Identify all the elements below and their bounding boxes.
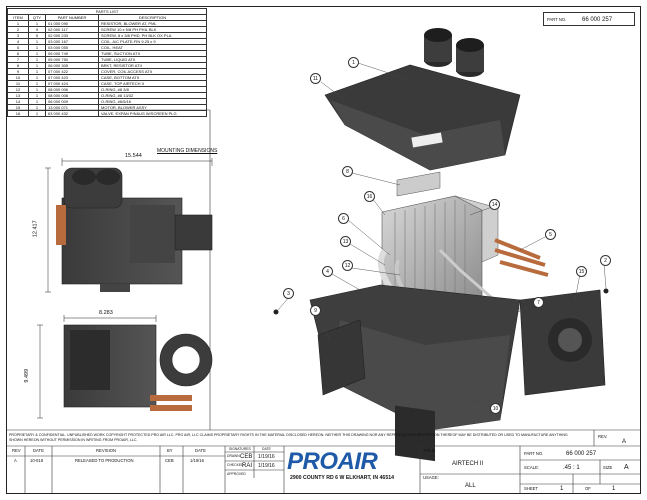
size-value: A bbox=[624, 464, 629, 471]
checked-label: CHECKED bbox=[227, 463, 244, 467]
rev-col-date: DATE bbox=[33, 448, 44, 453]
drawn-label: DRAWN bbox=[227, 454, 240, 458]
sheet-label: SHEET bbox=[524, 486, 538, 491]
balloon-6: 6 bbox=[338, 213, 349, 224]
balloon-8: 8 bbox=[342, 166, 353, 177]
checked-by: RAI bbox=[242, 463, 253, 469]
mounting-width: 15.544 bbox=[125, 153, 142, 159]
balloon-5: 5 bbox=[545, 229, 556, 240]
rev-col-desc: REVISION bbox=[96, 448, 117, 453]
mounting-height-2: 9.499 bbox=[24, 368, 31, 383]
of-value: 1 bbox=[612, 486, 616, 492]
mounting-depth: 8.283 bbox=[99, 310, 113, 316]
proair-logo: PROAIR bbox=[287, 448, 378, 476]
exploded-view bbox=[273, 28, 609, 462]
balloon-1: 1 bbox=[348, 57, 359, 68]
balloon-11: 11 bbox=[310, 73, 321, 84]
parts-list-caption: PARTS LIST bbox=[7, 8, 207, 14]
logo-air: AIR bbox=[337, 448, 378, 475]
part-no-value: 66 000 257 bbox=[582, 17, 613, 23]
rev-col-rev: REV bbox=[12, 448, 21, 453]
side-view bbox=[37, 315, 213, 419]
description-cell: VALVE, EXPAN P/N&US W/SCREEN PLG bbox=[98, 110, 207, 117]
balloon-3: 3 bbox=[283, 288, 294, 299]
logo-pro: PRO bbox=[287, 448, 338, 475]
balloon-14: 14 bbox=[489, 199, 500, 210]
title-block-lines bbox=[6, 429, 641, 494]
sheet-value: 1 bbox=[560, 486, 564, 492]
scale-value: .45 : 1 bbox=[563, 465, 580, 471]
sheet-border bbox=[6, 6, 641, 494]
sig-date-header: DATE bbox=[262, 447, 271, 451]
rev-date: 10-018 bbox=[30, 458, 44, 463]
balloon-2: 2 bbox=[600, 255, 611, 266]
parts-list-table: PARTS LIST ITEM QTY PART NUMBER DESCRIPT… bbox=[7, 8, 207, 117]
part-no-label: PART NO. bbox=[547, 17, 567, 22]
balloon-4: 4 bbox=[322, 266, 333, 277]
balloon-13: 13 bbox=[340, 236, 351, 247]
rev-value-top: A bbox=[622, 439, 627, 445]
balloon-10: 10 bbox=[490, 403, 501, 414]
balloon-15: 15 bbox=[576, 266, 587, 277]
rev-rdate: 1/19/16 bbox=[190, 458, 204, 463]
scale-label: SCALE: bbox=[524, 465, 539, 470]
checked-date: 1/19/16 bbox=[258, 463, 275, 469]
drawn-by: CEB bbox=[240, 454, 253, 460]
rev-desc: RELEASED TO PRODUCTION bbox=[75, 458, 134, 463]
balloon-12: 12 bbox=[342, 260, 353, 271]
size-label: SIZE bbox=[603, 465, 613, 470]
proprietary-notice: PROPRIETARY & CONFIDENTIAL. UNPUBLISHED … bbox=[9, 433, 568, 442]
title-value: AIRTECH II bbox=[452, 461, 484, 467]
usage-value: ALL bbox=[465, 483, 476, 489]
rev-value: A bbox=[14, 458, 17, 463]
sig-header: SIGNATURES bbox=[229, 447, 251, 451]
mounting-title: MOUNTING DIMENSIONS bbox=[157, 148, 218, 154]
of-label: OF bbox=[585, 486, 591, 491]
usage-label: USAGE: bbox=[423, 475, 439, 480]
mounting-height: 12.417 bbox=[32, 220, 39, 238]
front-view bbox=[45, 158, 213, 293]
rev-by: CEB bbox=[165, 458, 174, 463]
rev-col-rdate: DATE bbox=[195, 448, 206, 453]
rev-label-top: REV. bbox=[598, 434, 608, 439]
tb-part-no-label: PART NO. bbox=[524, 451, 544, 456]
company-address: 2900 COUNTY RD 6 W ELKHART, IN 46514 bbox=[290, 475, 394, 481]
title-label: TITLE: bbox=[423, 448, 436, 453]
balloon-9: 9 bbox=[310, 305, 321, 316]
part-number-box: PART NO. 66 000 257 bbox=[543, 12, 635, 26]
approved-label: APPROVED bbox=[227, 472, 246, 476]
rev-col-by: BY bbox=[167, 448, 173, 453]
tb-part-no: 66 000 257 bbox=[566, 451, 597, 457]
drawn-date: 1/19/16 bbox=[258, 454, 275, 460]
balloon-7: 7 bbox=[533, 297, 544, 308]
balloon-16: 16 bbox=[364, 191, 375, 202]
